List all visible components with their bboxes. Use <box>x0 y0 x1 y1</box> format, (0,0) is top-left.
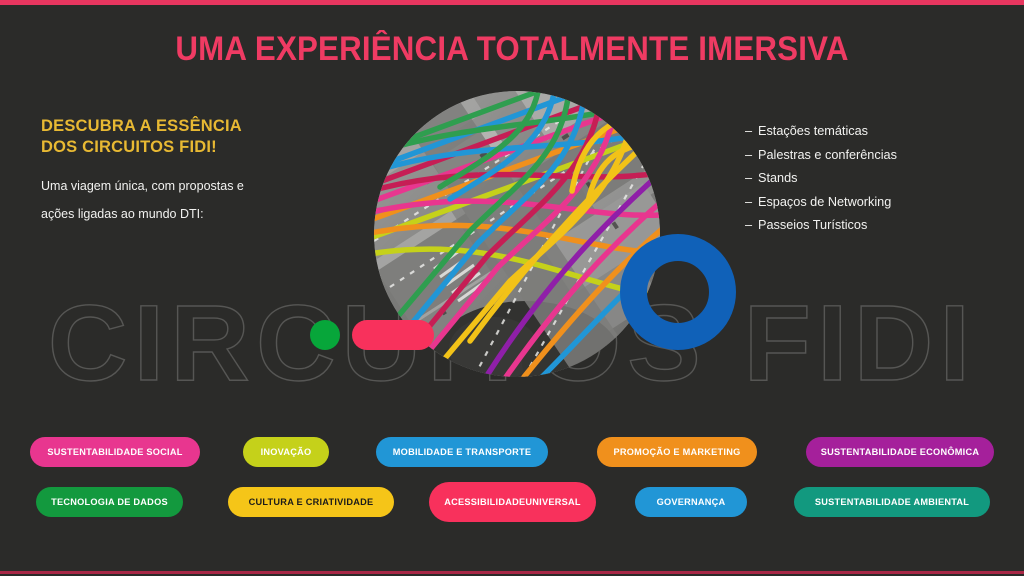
left-body-text: Uma viagem única, com propostas e ações … <box>41 172 311 228</box>
tag-pill-inovacao[interactable]: INOVAÇÃO <box>243 437 329 467</box>
dash-icon: – <box>745 171 753 185</box>
dash-icon: – <box>745 147 753 162</box>
left-text-block: DESCUBRA A ESSÊNCIA DOS CIRCUITOS FIDI! … <box>41 116 311 228</box>
tag-pill-sustentabilidade-social[interactable]: SUSTENTABILIDADE SOCIAL <box>30 437 200 467</box>
red-bar-decoration <box>352 320 434 350</box>
tag-pill-label: CULTURA E CRIATIVIDADE <box>248 496 374 507</box>
tag-pill-label: GOVERNANÇA <box>656 496 726 507</box>
dash-icon: – <box>745 218 753 232</box>
list-item-label: Palestras e conferências <box>758 147 897 162</box>
list-item: – Passeios Turísticos <box>745 214 995 238</box>
tag-pill-cultura-e-criatividade[interactable]: CULTURA E CRIATIVIDADE <box>228 487 394 517</box>
tag-pill-sustentabilidade-ambiental[interactable]: SUSTENTABILIDADE AMBIENTAL <box>794 487 990 517</box>
list-item: – Palestras e conferências <box>745 144 995 168</box>
tag-pill-sustentabilidade-economica[interactable]: SUSTENTABILIDADE ECONÔMICA <box>806 437 994 467</box>
list-item-label: Stands <box>758 171 798 185</box>
left-body-line-2: ações ligadas ao mundo DTI: <box>41 207 204 221</box>
left-body-line-1: Uma viagem única, com propostas e <box>41 179 244 193</box>
list-item-label: Espaços de Networking <box>758 194 892 209</box>
page-title: UMA EXPERIÊNCIA TOTALMENTE IMERSIVA <box>175 30 849 68</box>
tag-pill-promocao-e-marketing[interactable]: PROMOÇÃO E MARKETING <box>597 437 757 467</box>
list-item: – Espaços de Networking <box>745 191 995 215</box>
list-item-label: Estações temáticas <box>758 124 869 138</box>
tag-pill-label: SUSTENTABILIDADE ECONÔMICA <box>820 446 980 457</box>
tag-pill-governanca[interactable]: GOVERNANÇA <box>635 487 747 517</box>
tag-pill-label: SUSTENTABILIDADE AMBIENTAL <box>814 496 970 507</box>
tag-pill-label: SUSTENTABILIDADE SOCIAL <box>47 446 183 457</box>
bottom-accent-bar <box>0 571 1024 574</box>
dash-icon: – <box>745 194 753 209</box>
feature-list: – Estações temáticas – Palestras e confe… <box>745 120 995 238</box>
list-item: – Stands <box>745 167 995 191</box>
list-item: – Estações temáticas <box>745 120 995 144</box>
tag-pill-tecnologia-de-dados[interactable]: TECNOLOGIA DE DADOS <box>36 487 183 517</box>
tag-pill-label: UNIVERSAL <box>525 496 581 507</box>
tag-pill-mobilidade-e-transporte[interactable]: MOBILIDADE E TRANSPORTE <box>376 437 548 467</box>
green-dot-decoration <box>310 320 340 350</box>
tag-pill-label: PROMOÇÃO E MARKETING <box>613 446 741 457</box>
left-heading: DESCUBRA A ESSÊNCIA DOS CIRCUITOS FIDI! <box>41 116 311 158</box>
left-heading-line-2: DOS CIRCUITOS FIDI! <box>41 138 217 156</box>
top-accent-bar <box>0 0 1024 5</box>
tag-pill-label: MOBILIDADE E TRANSPORTE <box>392 446 532 457</box>
dash-icon: – <box>745 124 753 138</box>
left-heading-line-1: DESCUBRA A ESSÊNCIA <box>41 117 242 135</box>
tag-pill-label: ACESSIBILIDADE <box>444 496 526 507</box>
tag-pill-label: TECNOLOGIA DE DADOS <box>51 496 168 507</box>
tag-pill-label: INOVAÇÃO <box>260 446 312 457</box>
list-item-label: Passeios Turísticos <box>758 218 868 232</box>
